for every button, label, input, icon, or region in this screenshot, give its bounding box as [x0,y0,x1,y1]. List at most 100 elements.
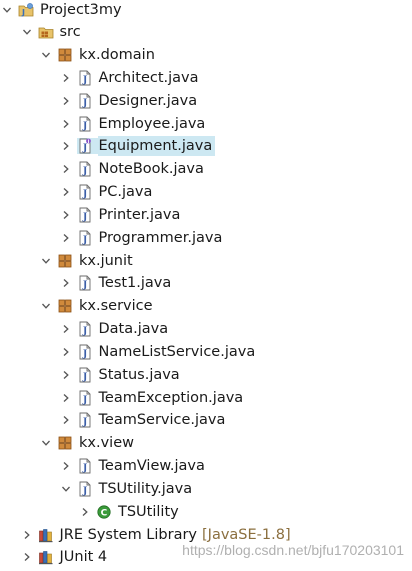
chevron-down-icon [61,484,71,494]
svg-text:J: J [82,121,87,131]
tree-item-kx-view[interactable]: kx.view [39,432,137,455]
class-icon: C [96,504,112,520]
collapse-toggle[interactable] [0,0,14,21]
expand-toggle[interactable] [59,272,73,295]
collapse-toggle[interactable] [39,249,53,272]
tree-item-teamservice-java[interactable]: J TeamService.java [59,409,229,432]
tree-item-label: kx.domain [79,47,155,64]
collapse-toggle[interactable] [39,295,53,318]
expand-toggle[interactable] [59,363,73,386]
java-file-icon: J [77,344,93,360]
collapse-toggle[interactable] [59,477,73,500]
svg-text:J: J [82,464,87,474]
expand-toggle[interactable] [59,455,73,478]
expand-toggle[interactable] [59,203,73,226]
chevron-down-icon [2,5,12,15]
expand-toggle[interactable] [20,523,34,546]
java-file-icon: J [77,93,93,109]
chevron-right-icon [61,141,71,151]
tree-item-kx-domain[interactable]: kx.domain [39,44,158,67]
java-file-icon: J [77,207,93,223]
java-file-icon: J [77,184,93,200]
java-file-icon: J [77,390,93,406]
tree-item-label: Status.java [98,366,180,383]
expand-toggle[interactable] [59,226,73,249]
tree-item-jre-system-library[interactable]: JRE System Library[JavaSE-1.8] [20,523,291,546]
collapse-toggle[interactable] [39,432,53,455]
expand-toggle[interactable] [59,135,73,158]
tree-item-kx-junit[interactable]: kx.junit [39,249,136,272]
expand-toggle[interactable] [59,318,73,341]
tree-item-label: JRE System Library [59,526,198,543]
tree-item-label: TeamException.java [98,389,244,406]
chevron-right-icon [61,119,71,129]
tree-item-kx-service[interactable]: kx.service [39,295,156,318]
collapse-toggle[interactable] [20,21,34,44]
chevron-right-icon [61,164,71,174]
svg-text:J: J [82,235,87,245]
expand-toggle[interactable] [59,181,73,204]
tree-item-junit-4[interactable]: JUnit 4 [20,546,111,569]
chevron-down-icon [22,27,32,37]
chevron-down-icon [41,256,51,266]
tree-item-teamview-java[interactable]: J TeamView.java [59,455,208,478]
tree-item-designer-java[interactable]: J Designer.java [59,89,201,112]
tree-item-label: Designer.java [98,92,198,109]
expand-toggle[interactable] [59,158,73,181]
chevron-right-icon [61,187,71,197]
chevron-right-icon [61,278,71,288]
tree-item-pc-java[interactable]: J PC.java [59,181,156,204]
expand-toggle[interactable] [59,409,73,432]
tree-item-label: TSUtility [118,503,179,520]
tree-item-tsutility[interactable]: C TSUtility [78,500,182,523]
chevron-right-icon [61,210,71,220]
expand-toggle[interactable] [59,66,73,89]
tree-item-label: PC.java [98,184,153,201]
expand-toggle[interactable] [59,89,73,112]
source-folder-icon [38,24,54,40]
java-file-icon: J [77,230,93,246]
chevron-right-icon [61,96,71,106]
svg-text:J: J [82,190,87,200]
expand-toggle[interactable] [20,546,34,569]
expand-toggle[interactable] [59,386,73,409]
svg-text:J: J [82,349,87,359]
expand-toggle[interactable] [59,112,73,135]
tree-item-label: Programmer.java [98,229,223,246]
java-file-icon: J [77,321,93,337]
tree-item-label: TeamService.java [98,412,226,429]
tree-item-teamexception-java[interactable]: J TeamException.java [59,386,247,409]
project-icon: J [18,2,34,18]
svg-text:J: J [82,98,87,108]
chevron-right-icon [61,370,71,380]
chevron-right-icon [61,73,71,83]
expand-toggle[interactable] [78,500,92,523]
watermark-text: https://blog.csdn.net/bjfu170203101 [182,542,404,558]
tree-item-label: TeamView.java [98,458,205,475]
expand-toggle[interactable] [59,340,73,363]
collapse-toggle[interactable] [39,44,53,67]
chevron-right-icon [61,393,71,403]
tree-item-programmer-java[interactable]: J Programmer.java [59,226,226,249]
tree-item-label: NoteBook.java [98,161,204,178]
package-icon [57,47,73,63]
tree-item-label: kx.junit [79,252,133,269]
chevron-right-icon [61,461,71,471]
tree-item-src[interactable]: src [20,21,84,44]
svg-text:C: C [101,508,108,518]
svg-text:J: J [82,418,87,428]
package-icon [57,253,73,269]
java-file-icon: J [77,70,93,86]
chevron-right-icon [22,530,32,540]
